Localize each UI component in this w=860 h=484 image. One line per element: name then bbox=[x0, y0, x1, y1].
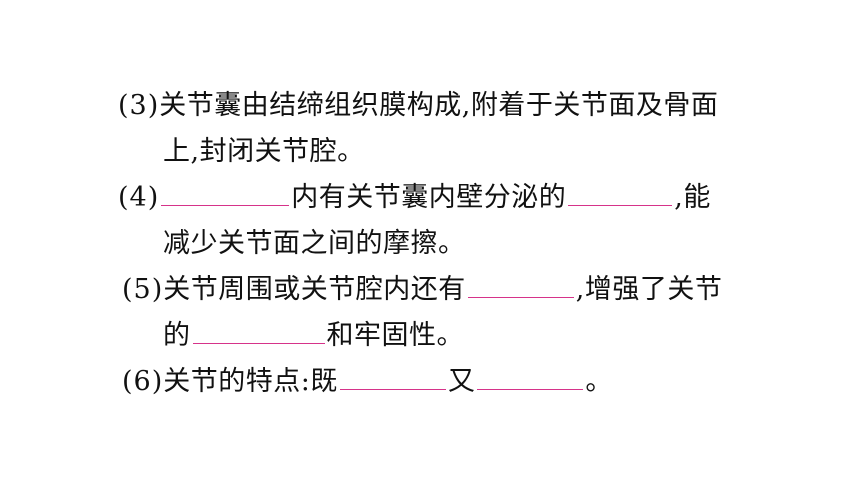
question-5-text-d: 和牢固性。 bbox=[326, 320, 464, 351]
question-4-blank-2[interactable] bbox=[568, 183, 673, 206]
question-3-text: 关节囊由结缔组织膜构成,附着于关节面及骨面 bbox=[159, 90, 719, 121]
question-6-text-b: 又 bbox=[447, 366, 476, 397]
question-4-number: (4) bbox=[118, 182, 160, 213]
question-5-text-a: 关节周围或关节腔内还有 bbox=[163, 274, 466, 305]
question-5-blank-2[interactable] bbox=[192, 321, 325, 344]
question-5-number: (5) bbox=[122, 274, 164, 305]
question-4-text-continued: 减少关节面之间的摩擦。 bbox=[163, 228, 466, 259]
question-5-text-b: ,增强了关节 bbox=[575, 274, 723, 305]
question-3-text-continued: 上,封闭关节腔。 bbox=[163, 136, 365, 167]
question-3-number: (3) bbox=[118, 90, 160, 121]
question-3-line-2: 上,封闭关节腔。 bbox=[163, 134, 365, 170]
question-3-line-1: (3)关节囊由结缔组织膜构成,附着于关节面及骨面 bbox=[118, 88, 718, 124]
question-6-blank-2[interactable] bbox=[477, 367, 584, 390]
question-6-blank-1[interactable] bbox=[339, 367, 446, 390]
question-6-text-c: 。 bbox=[585, 366, 613, 397]
question-4-text-a: 内有关节囊内壁分泌的 bbox=[291, 182, 567, 213]
question-4-blank-1[interactable] bbox=[161, 183, 290, 206]
question-6-text-a: 关节的特点:既 bbox=[163, 366, 338, 397]
question-5-blank-1[interactable] bbox=[467, 275, 574, 298]
question-5-text-c: 的 bbox=[163, 320, 191, 351]
question-6-line-1: (6)关节的特点:既 又 。 bbox=[122, 364, 613, 400]
question-4-line-2: 减少关节面之间的摩擦。 bbox=[163, 226, 466, 262]
question-5-line-2: 的 和牢固性。 bbox=[163, 318, 464, 354]
question-6-number: (6) bbox=[122, 366, 164, 397]
question-4-text-b: ,能 bbox=[674, 182, 711, 213]
question-5-line-1: (5)关节周围或关节腔内还有 ,增强了关节 bbox=[122, 272, 722, 308]
question-4-line-1: (4) 内有关节囊内壁分泌的 ,能 bbox=[118, 180, 711, 216]
